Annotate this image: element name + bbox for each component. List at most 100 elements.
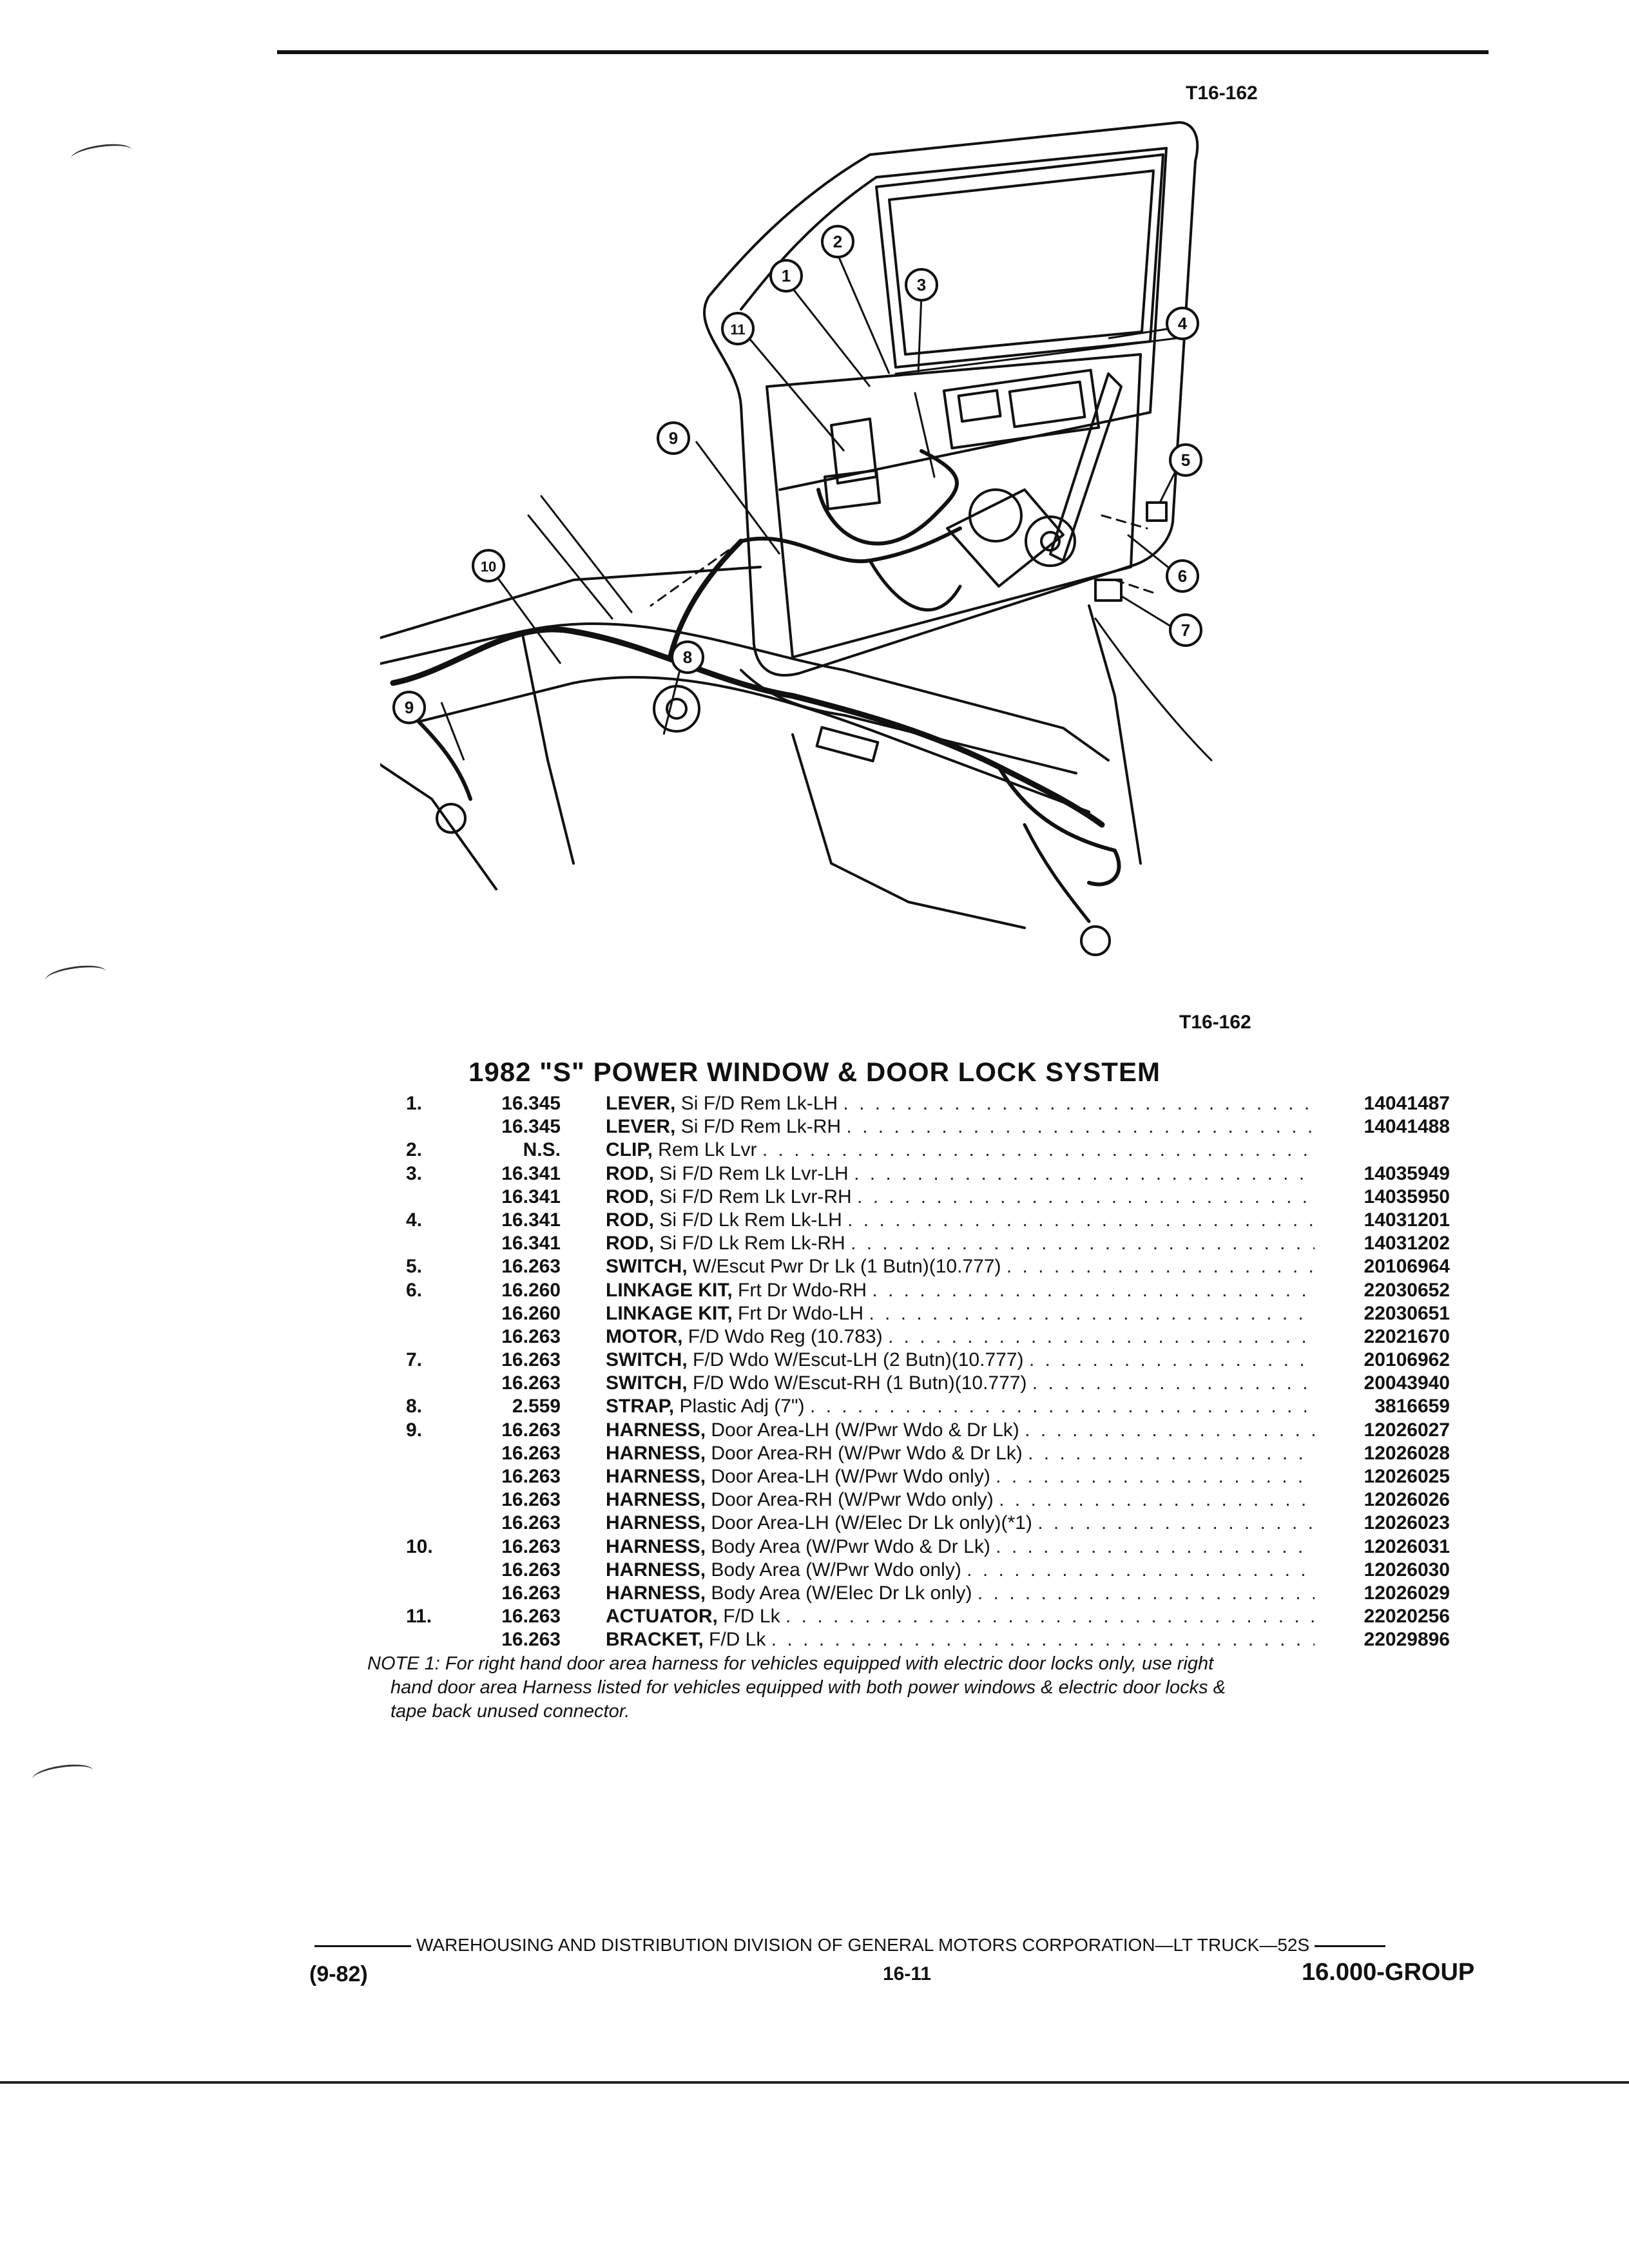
parts-row: 2.N.S.CLIP, Rem Lk Lvr . . . . . . . . .… — [374, 1139, 1469, 1162]
part-description: LEVER, Si F/D Rem Lk-LH . . . . . . . . … — [606, 1093, 1315, 1115]
part-name: HARNESS, — [606, 1512, 706, 1534]
part-description: ROD, Si F/D Lk Rem Lk-LH . . . . . . . .… — [606, 1209, 1315, 1231]
part-detail: Si F/D Lk Rem Lk-RH — [659, 1233, 845, 1254]
item-number: 4. — [406, 1209, 423, 1231]
callout-label: 5 — [1181, 450, 1190, 470]
callout-label: 2 — [833, 232, 842, 251]
leader-dots: . . . . . . . . . . . . . . . . . . . . … — [1037, 1512, 1315, 1534]
part-detail: Si F/D Rem Lk-RH — [680, 1116, 842, 1138]
part-description: ROD, Si F/D Rem Lk Lvr-RH . . . . . . . … — [606, 1186, 1315, 1208]
part-description: HARNESS, Body Area (W/Pwr Wdo & Dr Lk) .… — [606, 1536, 1315, 1558]
leader-dots: . . . . . . . . . . . . . . . . . . . . … — [1028, 1349, 1315, 1371]
part-name: HARNESS, — [606, 1466, 706, 1487]
part-description: ACTUATOR, F/D Lk . . . . . . . . . . . .… — [606, 1606, 1315, 1628]
group-number: 16.263 — [501, 1466, 561, 1487]
part-detail: Door Area-LH (W/Pwr Wdo & Dr Lk) — [711, 1419, 1019, 1441]
leader-dots: . . . . . . . . . . . . . . . . . . . . … — [846, 1116, 1315, 1138]
callout-label: 7 — [1181, 620, 1190, 640]
part-name: LINKAGE KIT, — [606, 1302, 733, 1324]
part-description: ROD, Si F/D Lk Rem Lk-RH . . . . . . . .… — [606, 1233, 1315, 1254]
part-number: 22020256 — [1364, 1606, 1450, 1628]
part-detail: Body Area (W/Pwr Wdo & Dr Lk) — [711, 1535, 990, 1557]
part-number: 22021670 — [1364, 1325, 1450, 1347]
top-rule — [277, 50, 1489, 54]
part-detail: W/Escut Pwr Dr Lk (1 Butn)(10.777) — [693, 1256, 1001, 1278]
leader-dots: . . . . . . . . . . . . . . . . . . . . … — [847, 1209, 1315, 1231]
part-detail: F/D Lk — [723, 1606, 780, 1628]
group-number: 16.260 — [501, 1279, 561, 1301]
part-number: 14035949 — [1364, 1162, 1450, 1184]
part-detail: Rem Lk Lvr — [658, 1139, 757, 1161]
callout-label: 10 — [481, 559, 496, 575]
part-name: CLIP, — [606, 1139, 653, 1161]
group-number: 16.263 — [501, 1606, 561, 1628]
part-name: LEVER, — [606, 1116, 676, 1138]
publisher-text: WAREHOUSING AND DISTRIBUTION DIVISION OF… — [416, 1935, 1310, 1955]
bottom-rule — [0, 2081, 1629, 2084]
part-description: HARNESS, Door Area-LH (W/Elec Dr Lk only… — [606, 1512, 1315, 1534]
leader-dots: . . . . . . . . . . . . . . . . . . . . … — [857, 1186, 1315, 1207]
part-name: BRACKET, — [606, 1629, 704, 1651]
part-description: HARNESS, Door Area-LH (W/Pwr Wdo only) .… — [606, 1466, 1315, 1488]
part-name: HARNESS, — [606, 1559, 706, 1581]
part-name: HARNESS, — [606, 1442, 706, 1464]
item-number: 6. — [406, 1279, 423, 1301]
part-detail: Frt Dr Wdo-RH — [738, 1279, 867, 1301]
item-number: 10. — [406, 1535, 433, 1557]
group-number: 16.260 — [501, 1302, 561, 1324]
part-description: HARNESS, Door Area-RH (W/Pwr Wdo & Dr Lk… — [606, 1443, 1315, 1465]
part-number: 12026030 — [1364, 1559, 1450, 1581]
part-description: SWITCH, F/D Wdo W/Escut-RH (1 Butn)(10.7… — [606, 1372, 1315, 1394]
part-detail: Door Area-RH (W/Pwr Wdo & Dr Lk) — [711, 1442, 1023, 1464]
group-number: 16.341 — [501, 1233, 561, 1254]
callout-label: 1 — [782, 266, 791, 285]
leader-dots: . . . . . . . . . . . . . . . . . . . . … — [999, 1489, 1315, 1511]
part-number: 20106962 — [1364, 1349, 1450, 1371]
part-detail: Plastic Adj (7") — [679, 1396, 805, 1418]
part-number: 14041488 — [1364, 1116, 1450, 1138]
item-number: 3. — [406, 1162, 423, 1184]
group-number: 16.341 — [501, 1162, 561, 1184]
part-description: SWITCH, F/D Wdo W/Escut-LH (2 Butn)(10.7… — [606, 1349, 1315, 1371]
group-number: 16.263 — [501, 1256, 561, 1278]
publisher-line: WAREHOUSING AND DISTRIBUTION DIVISION OF… — [309, 1935, 1495, 1956]
leader-dots: . . . . . . . . . . . . . . . . . . . . … — [869, 1302, 1315, 1324]
part-name: ROD, — [606, 1186, 654, 1207]
part-number: 12026026 — [1364, 1489, 1450, 1511]
part-number: 14031201 — [1364, 1209, 1450, 1231]
leader-dots: . . . . . . . . . . . . . . . . . . . . … — [977, 1582, 1315, 1604]
part-detail: Si F/D Rem Lk Lvr-LH — [659, 1162, 849, 1184]
part-number: 22030652 — [1364, 1279, 1450, 1301]
part-description: HARNESS, Door Area-RH (W/Pwr Wdo only) .… — [606, 1489, 1315, 1511]
part-description: LINKAGE KIT, Frt Dr Wdo-LH . . . . . . .… — [606, 1303, 1315, 1325]
footnote: NOTE 1: For right hand door area harness… — [367, 1652, 1476, 1724]
part-detail: F/D Wdo W/Escut-RH (1 Butn)(10.777) — [693, 1372, 1027, 1394]
item-number: 11. — [406, 1606, 432, 1628]
part-number: 20106964 — [1364, 1256, 1450, 1278]
part-description: MOTOR, F/D Wdo Reg (10.783) . . . . . . … — [606, 1326, 1315, 1348]
part-name: ROD, — [606, 1209, 654, 1231]
item-number: 1. — [406, 1093, 423, 1114]
part-name: ACTUATOR, — [606, 1606, 718, 1628]
group-number: 16.341 — [501, 1209, 561, 1231]
rule-dash — [1315, 1945, 1386, 1948]
callout-label: 4 — [1178, 314, 1188, 333]
callout-label: 6 — [1178, 566, 1187, 586]
leader-dots: . . . . . . . . . . . . . . . . . . . . … — [967, 1559, 1315, 1581]
group-number: 16.263 — [501, 1349, 561, 1371]
leader-dots: . . . . . . . . . . . . . . . . . . . . … — [1028, 1442, 1315, 1464]
part-name: HARNESS, — [606, 1419, 706, 1441]
